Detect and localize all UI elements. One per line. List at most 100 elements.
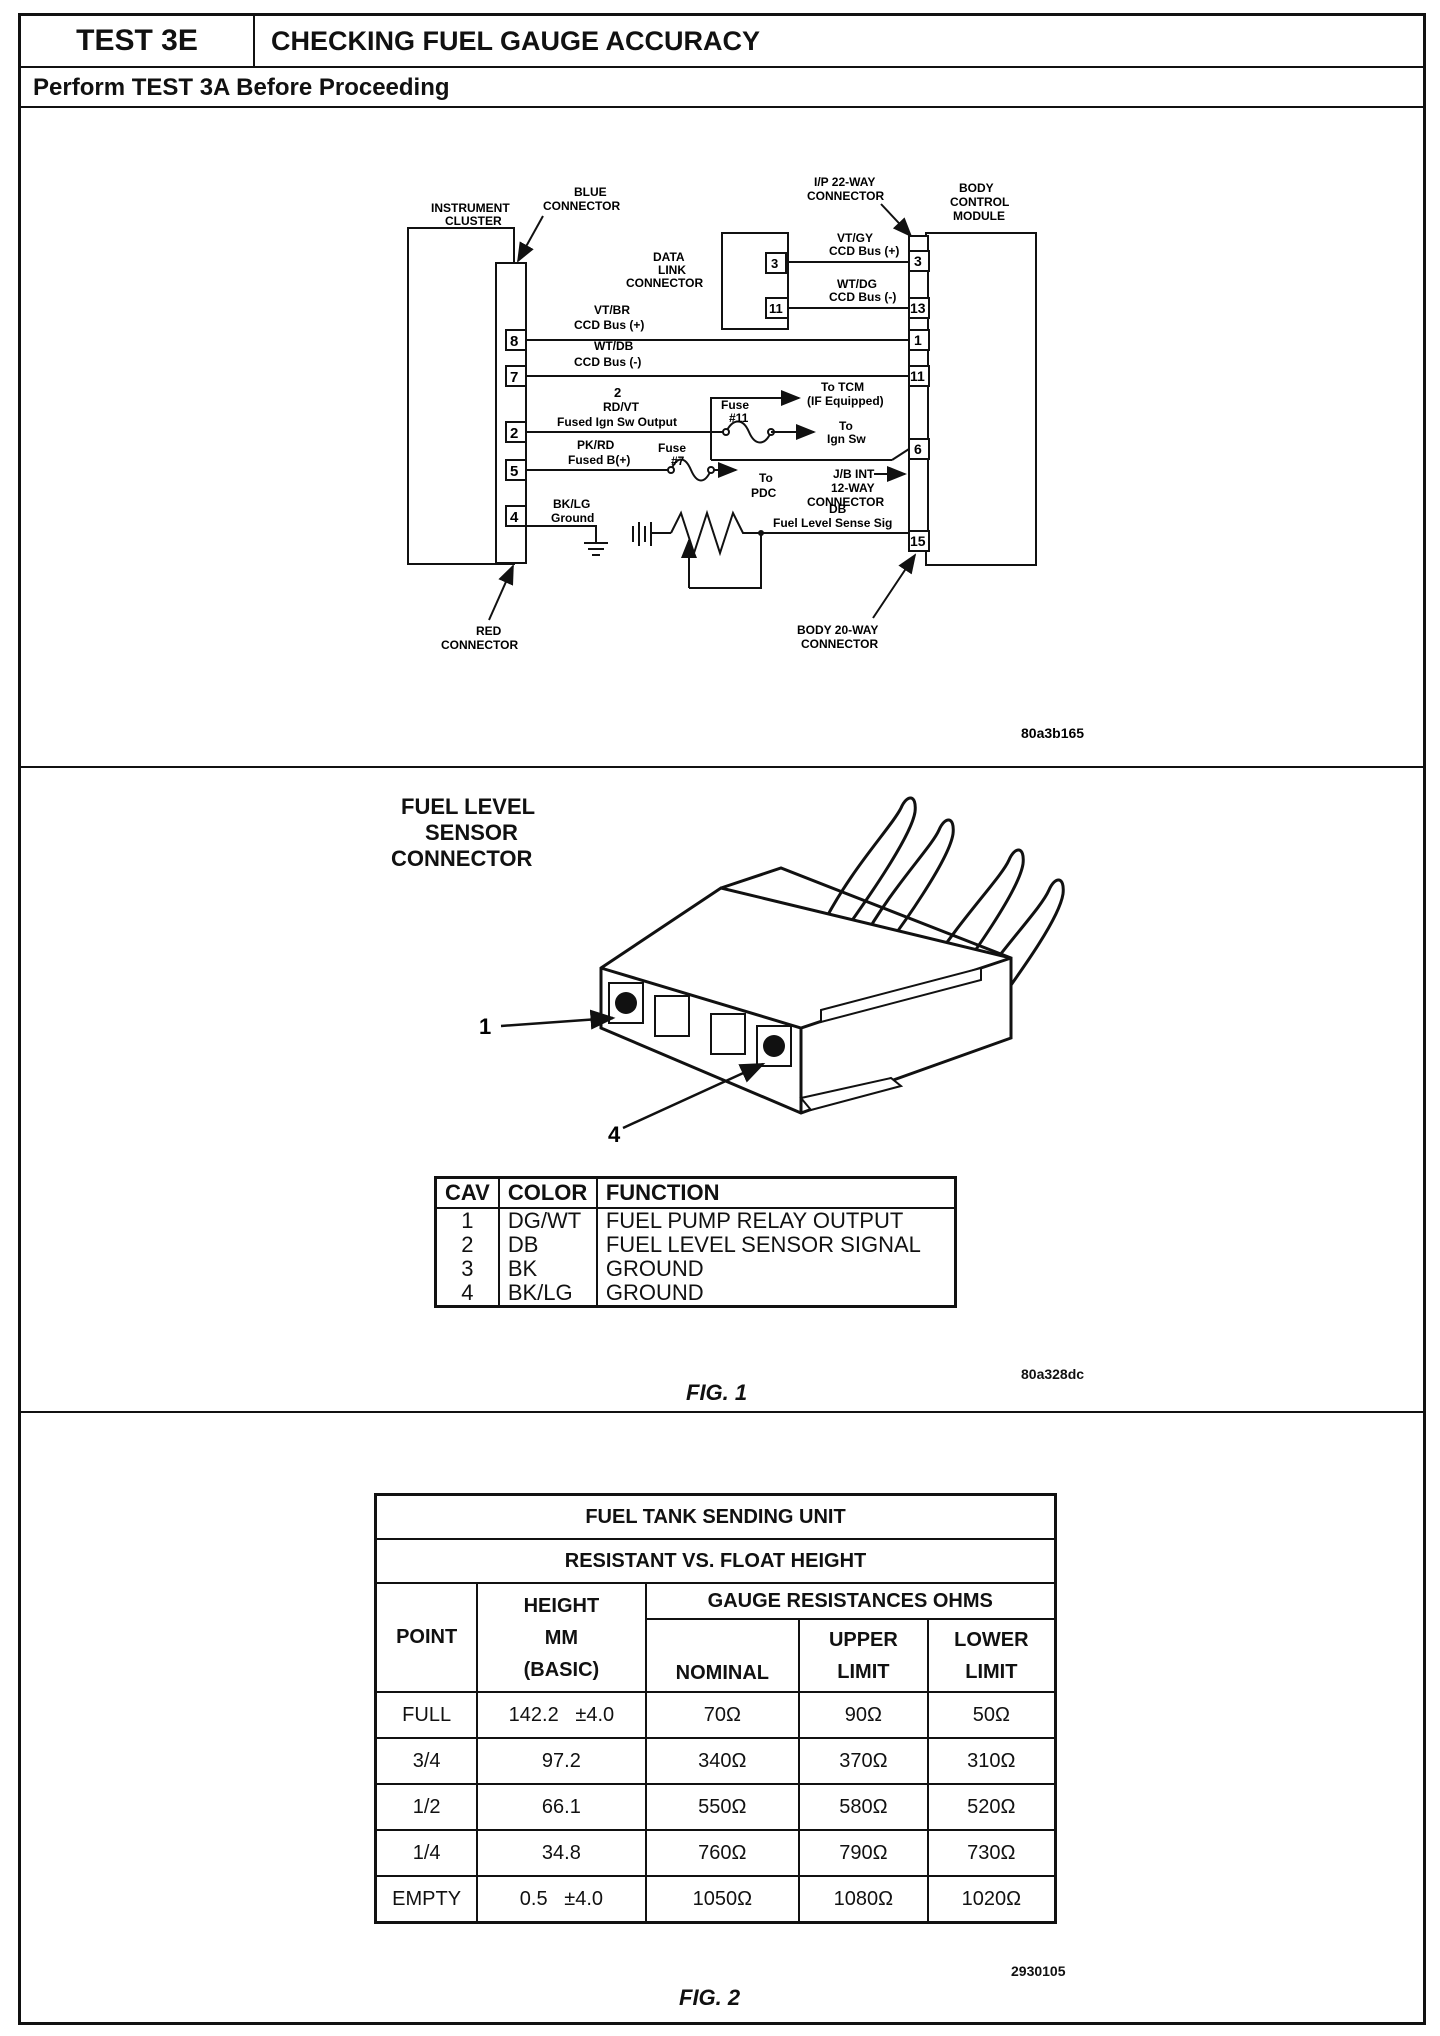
- callout-1: 1: [479, 1014, 491, 1039]
- connector-title-1: FUEL LEVEL: [401, 794, 536, 819]
- fuse-7-terminal-a: [667, 466, 675, 474]
- point-cell: 3/4: [374, 1737, 479, 1785]
- to-ign-label-2: Ign Sw: [827, 432, 866, 446]
- wiring-diagram-section: INSTRUMENT CLUSTER BLUE CONNECTOR 8 7 2 …: [21, 108, 1423, 768]
- cav-cell: 3: [435, 1257, 500, 1281]
- callout-4: 4: [608, 1122, 621, 1147]
- header-upper: UPPER LIMIT: [798, 1618, 929, 1693]
- wire-wt-db-func: CCD Bus (-): [574, 355, 641, 369]
- cluster-pin-4-label: 4: [510, 509, 519, 526]
- height-cell: 97.2: [476, 1737, 647, 1785]
- header-lower-1: LOWER: [954, 1628, 1029, 1651]
- wire-vt-br-func: CCD Bus (+): [574, 318, 644, 332]
- point-cell: 1/4: [374, 1829, 479, 1877]
- title-bar: TEST 3E CHECKING FUEL GAUGE ACCURACY: [21, 16, 1423, 68]
- header-cav: CAV: [435, 1177, 500, 1209]
- fig-2-label: FIG. 2: [679, 1985, 741, 2010]
- blue-connector-label-1: BLUE: [574, 185, 607, 199]
- table-row: 3 BK GROUND: [435, 1256, 956, 1281]
- to-ign-label-1: To: [839, 419, 853, 433]
- data-link-label-2: LINK: [658, 263, 686, 277]
- color-cell: BK: [498, 1257, 598, 1281]
- bcm-label-3: MODULE: [953, 209, 1005, 223]
- function-cell: GROUND: [605, 1256, 704, 1281]
- test-title: CHECKING FUEL GAUGE ACCURACY: [271, 26, 761, 56]
- ip-connector-label-1: I/P 22-WAY: [814, 175, 875, 189]
- table-header-row-1: POINT HEIGHT MM (BASIC) GAUGE RESISTANCE…: [374, 1582, 1057, 1693]
- body-connector-label-1: BODY 20-WAY: [797, 623, 878, 637]
- fuse-7-label-1: Fuse: [658, 441, 686, 455]
- blue-connector-label-2: CONNECTOR: [543, 199, 620, 213]
- cavity-table-header: CAV COLOR FUNCTION: [435, 1177, 956, 1209]
- jb-label-3: CONNECTOR: [807, 495, 884, 509]
- height-cell: 0.5 ±4.0: [476, 1875, 647, 1924]
- connector-top-ridge: [720, 866, 1012, 960]
- height-cell: 142.2 ±4.0: [476, 1691, 647, 1739]
- data-link-label-1: DATA: [653, 250, 685, 264]
- function-cell: FUEL LEVEL SENSOR SIGNAL: [605, 1232, 921, 1257]
- bcm-label-1: BODY: [959, 181, 994, 195]
- test-number: TEST 3E: [21, 16, 255, 66]
- nominal-cell: 340Ω: [644, 1737, 801, 1785]
- point-cell: FULL: [374, 1691, 479, 1739]
- fuse-11-label-2: #11: [729, 411, 749, 425]
- function-cell: GROUND: [605, 1280, 704, 1305]
- upper-cell: 90Ω: [798, 1691, 929, 1739]
- resistance-table: FUEL TANK SENDING UNIT RESISTANT VS. FLO…: [374, 1493, 1057, 1924]
- table-title: FUEL TANK SENDING UNIT: [374, 1493, 1057, 1540]
- wire-pk-rd-func: Fused B(+): [568, 453, 630, 467]
- table-subtitle-row: RESISTANT VS. FLOAT HEIGHT: [374, 1538, 1057, 1584]
- jb-label-1: J/B INT: [833, 467, 875, 481]
- resistance-figure-section: FUEL TANK SENDING UNIT RESISTANT VS. FLO…: [21, 1413, 1423, 2022]
- wire-rd-vt-branch: [710, 390, 801, 432]
- bcm-pin-11-label: 11: [910, 368, 925, 384]
- fuse-7-label-2: #7: [671, 454, 685, 468]
- cluster-pin-8-label: 8: [510, 333, 518, 350]
- table-row: 1/4 34.8 760Ω 790Ω 730Ω: [374, 1829, 1057, 1877]
- cav-cell: 2: [435, 1233, 500, 1257]
- prerequisite-bar: Perform TEST 3A Before Proceeding: [21, 68, 1423, 108]
- nominal-cell: 70Ω: [644, 1691, 801, 1739]
- header-function: FUNCTION: [596, 1177, 956, 1209]
- color-cell: BK/LG: [498, 1281, 598, 1307]
- red-connector-label-1: RED: [476, 624, 502, 638]
- ground-symbol: [584, 542, 608, 556]
- body-connector-pointer: [872, 553, 917, 619]
- header-height: HEIGHT MM (BASIC): [476, 1582, 647, 1693]
- upper-cell: 580Ω: [798, 1783, 929, 1831]
- wire-rd-vt-count: 2: [614, 385, 621, 400]
- header-height-2: MM: [544, 1626, 579, 1649]
- table-row: EMPTY 0.5 ±4.0 1050Ω 1080Ω 1020Ω: [374, 1875, 1057, 1924]
- header-point: POINT: [374, 1582, 479, 1693]
- table-row: 3/4 97.2 340Ω 370Ω 310Ω: [374, 1737, 1057, 1785]
- fuse-7-symbol: [670, 458, 738, 482]
- ip-connector-label-2: CONNECTOR: [807, 189, 884, 203]
- body-connector-label-2: CONNECTOR: [801, 637, 878, 651]
- red-connector-pointer: [488, 564, 514, 621]
- height-cell: 66.1: [476, 1783, 647, 1831]
- to-pdc-label-2: PDC: [751, 486, 777, 500]
- header-upper-2: LIMIT: [837, 1660, 890, 1683]
- table-row: 2 DB FUEL LEVEL SENSOR SIGNAL: [435, 1232, 956, 1257]
- lower-cell: 1020Ω: [926, 1875, 1057, 1924]
- upper-cell: 790Ω: [798, 1829, 929, 1877]
- fuel-sender-symbol: [632, 509, 762, 589]
- dlc-pin-3: [765, 252, 787, 274]
- wire-vt-gy-label: VT/GY: [837, 231, 873, 245]
- cav-cell: 4: [435, 1281, 500, 1307]
- data-link-label-3: CONNECTOR: [626, 276, 703, 290]
- table-row: 4 BK/LG GROUND: [435, 1280, 956, 1307]
- wire-jb-pin6: [891, 448, 910, 461]
- red-connector-label-2: CONNECTOR: [441, 638, 518, 652]
- nominal-cell: 1050Ω: [644, 1875, 801, 1924]
- page-frame: TEST 3E CHECKING FUEL GAUGE ACCURACY Per…: [18, 13, 1426, 2025]
- bcm-pin-6-label: 6: [914, 441, 922, 457]
- bcm-label-2: CONTROL: [950, 195, 1009, 209]
- bcm-pin-15-label: 15: [910, 533, 926, 549]
- connector-side-slot: [820, 966, 982, 1024]
- header-lower-2: LIMIT: [965, 1660, 1018, 1683]
- wire-wt-dg-label: WT/DG: [837, 277, 877, 291]
- wire-rd-vt-label: RD/VT: [603, 400, 640, 414]
- wiring-figure-code: 80a3b165: [1021, 725, 1084, 741]
- table-header-row-2: NOMINAL UPPER LIMIT LOWER LIMIT: [376, 1618, 1057, 1693]
